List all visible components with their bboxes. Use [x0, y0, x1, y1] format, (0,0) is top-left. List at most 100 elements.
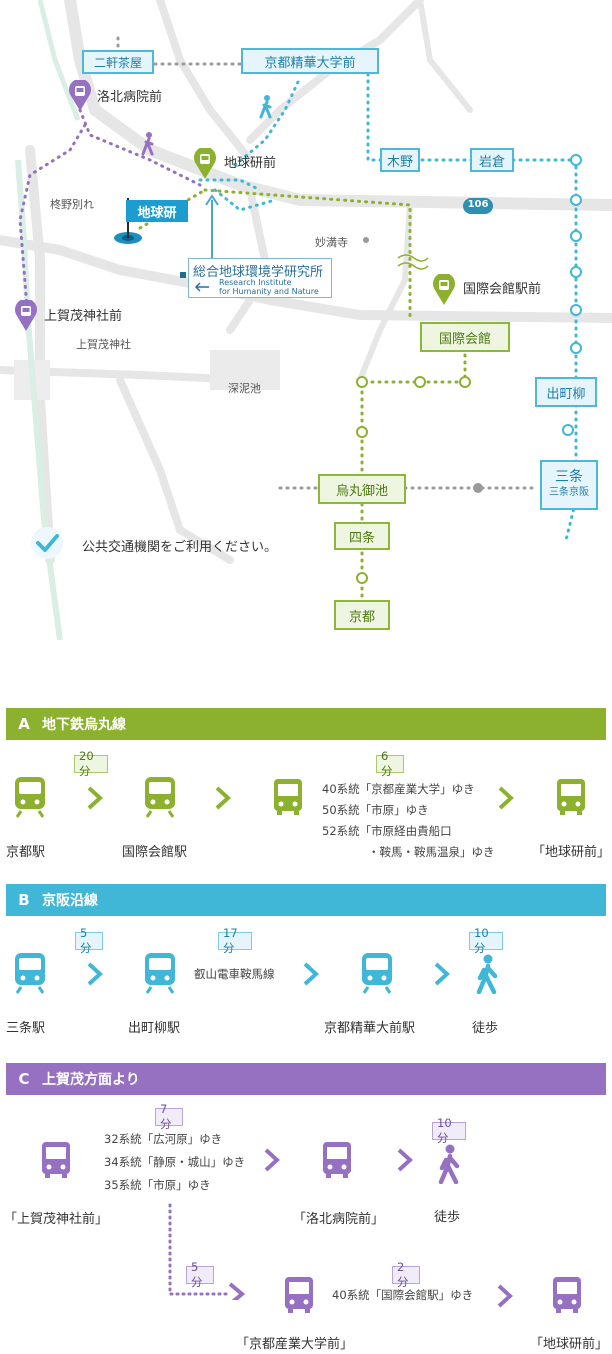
- bus-route-line: 52系統「市原経由貴船口: [322, 824, 452, 838]
- institute-marker-icon: [180, 272, 186, 278]
- station-demachiyanagi: 出町柳: [535, 377, 597, 407]
- destination-name: 「地球研前」: [530, 1337, 609, 1352]
- walker-icon: [259, 95, 272, 119]
- branch-connector: [168, 1203, 246, 1300]
- station-kyoto-seika: 京都精華大学前: [241, 48, 379, 74]
- section-b-header: B 京阪沿線: [6, 884, 606, 916]
- chevron-right-icon: [434, 962, 450, 986]
- chevron-right-icon: [303, 962, 319, 986]
- bus-stop-pin-icon: [15, 300, 37, 331]
- train-icon: [362, 953, 392, 994]
- time-badge: 5分: [186, 1260, 214, 1289]
- bus-icon: [274, 779, 302, 815]
- train-icon: [15, 953, 45, 994]
- bus-route-line: 34系統「静原・城山」ゆき: [104, 1155, 246, 1169]
- notice-text: 公共交通機関をご利用ください。: [82, 540, 278, 555]
- train-icon: [145, 777, 175, 818]
- bus-route-line: 35系統「市原」ゆき: [104, 1178, 211, 1192]
- time-badge: 10分: [469, 926, 503, 955]
- busstop-rakuhoku: 洛北病院前: [97, 90, 163, 105]
- section-a-header: A 地下鉄烏丸線: [6, 708, 606, 740]
- busstop-chikyuken: 地球研前: [224, 156, 277, 171]
- station-name: 国際会館駅: [122, 845, 188, 860]
- arrow-left-icon: [194, 282, 209, 292]
- section-b-title: 京阪沿線: [42, 893, 98, 909]
- station-nikenchaya: 二軒茶屋: [82, 50, 154, 74]
- bus-icon: [42, 1142, 70, 1178]
- bus-stop-pin-icon: [69, 80, 91, 111]
- station-shijo: 四条: [334, 522, 390, 550]
- station-name: 出町柳駅: [128, 1021, 181, 1036]
- rail-line-name: 叡山電車鞍馬線: [194, 967, 275, 981]
- bus-icon: [323, 1142, 351, 1178]
- bus-stop-pin-icon: [194, 148, 216, 179]
- station-sanjo-label: 三条: [555, 469, 583, 485]
- chevron-right-icon: [264, 1148, 280, 1172]
- bus-route-line: 50系統「市原」ゆき: [322, 803, 429, 817]
- walker-icon: [438, 1144, 460, 1184]
- train-icon: [145, 953, 175, 994]
- section-b-letter: B: [18, 891, 30, 909]
- label-myomanji: 妙満寺: [315, 236, 348, 249]
- train-icon: [15, 777, 45, 818]
- bus-route-line: 32系統「広河原」ゆき: [104, 1132, 223, 1146]
- institute-callout: 総合地球環境学研究所 Research Institute for Humani…: [188, 258, 332, 298]
- section-a-letter: A: [18, 715, 30, 733]
- station-kyoto: 京都: [334, 600, 390, 630]
- label-fukadoroike: 深泥池: [228, 382, 261, 395]
- chevron-right-icon: [87, 962, 103, 986]
- bus-icon: [557, 779, 585, 815]
- chevron-right-icon: [498, 786, 514, 810]
- chevron-right-icon: [87, 786, 103, 810]
- section-a-title: 地下鉄烏丸線: [42, 717, 126, 733]
- bus-icon: [553, 1277, 581, 1313]
- destination-name: 「地球研前」: [532, 845, 611, 860]
- time-badge: 6分: [376, 749, 404, 778]
- check-icon: [31, 527, 63, 559]
- bus-stop-pin-icon: [433, 274, 455, 305]
- busstop-kokusaikaikan-eki: 国際会館駅前: [463, 282, 542, 297]
- station-name: 三条駅: [6, 1021, 46, 1036]
- bus-icon: [285, 1277, 313, 1313]
- station-sanjo-sub: 三条京阪: [549, 487, 589, 498]
- walk-label: 徒歩: [472, 1021, 499, 1036]
- time-badge: 5分: [75, 926, 103, 955]
- time-badge: 10分: [432, 1116, 466, 1145]
- station-karasuma-oike: 烏丸御池: [318, 474, 406, 504]
- chevron-right-icon: [397, 1148, 413, 1172]
- section-c-letter: C: [18, 1070, 30, 1088]
- busstop-kamigamo: 上賀茂神社前: [44, 309, 123, 324]
- station-name: 京都駅: [6, 845, 46, 860]
- station-sanjo: 三条 三条京阪: [540, 460, 598, 510]
- institute-name-en1: Research Institute: [219, 278, 292, 287]
- section-c-title: 上賀茂方面より: [42, 1072, 140, 1088]
- chevron-right-icon: [215, 786, 231, 810]
- map-background: [0, 0, 612, 641]
- bus-route-line: ・鞍馬・鞍馬温泉」ゆき: [368, 845, 495, 859]
- label-kamigamo-jinja: 上賀茂神社: [76, 338, 131, 351]
- institute-name-en2: for Humanity and Nature: [219, 287, 319, 296]
- busstop-name: 「上賀茂神社前」: [4, 1212, 109, 1227]
- walk-label: 徒歩: [434, 1210, 461, 1225]
- institute-name-jp: 総合地球環境学研究所: [193, 265, 324, 280]
- chikyuken-flag: 地球研: [126, 200, 188, 222]
- access-map: 二軒茶屋 京都精華大学前 木野 岩倉 国際会館 出町柳 三条 三条京阪 烏丸御池…: [0, 0, 612, 641]
- bus-route-line: 40系統「京都産業大学」ゆき: [322, 782, 475, 796]
- section-c-header: C 上賀茂方面より: [6, 1063, 606, 1095]
- route-106-badge: 106: [467, 199, 489, 210]
- time-badge: 17分: [218, 926, 252, 955]
- time-badge: 2分: [392, 1260, 420, 1289]
- walker-icon: [476, 954, 498, 994]
- time-badge: 7分: [155, 1102, 183, 1131]
- busstop-name: 「洛北病院前」: [293, 1212, 385, 1227]
- chevron-right-icon: [497, 1284, 513, 1308]
- station-iwakura: 岩倉: [470, 148, 514, 172]
- bus-route-line: 40系統「国際会館駅」ゆき: [332, 1288, 474, 1302]
- walker-icon: [141, 132, 154, 156]
- station-kino: 木野: [380, 148, 420, 172]
- station-kokusaikaikan: 国際会館: [420, 322, 510, 352]
- busstop-name: 「京都産業大学前」: [236, 1337, 354, 1352]
- station-name: 京都精華大前駅: [324, 1021, 416, 1036]
- label-hiiragino: 柊野別れ: [50, 198, 94, 211]
- time-badge: 20分: [74, 749, 108, 778]
